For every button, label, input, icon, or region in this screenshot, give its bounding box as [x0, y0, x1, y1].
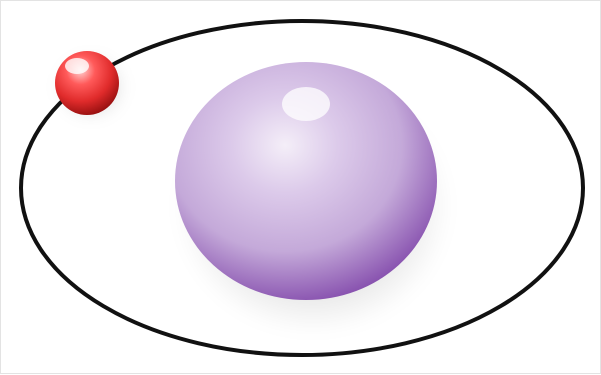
- electron-sphere: [55, 51, 119, 115]
- electron-highlight: [65, 58, 89, 74]
- nucleus-highlight: [282, 87, 330, 121]
